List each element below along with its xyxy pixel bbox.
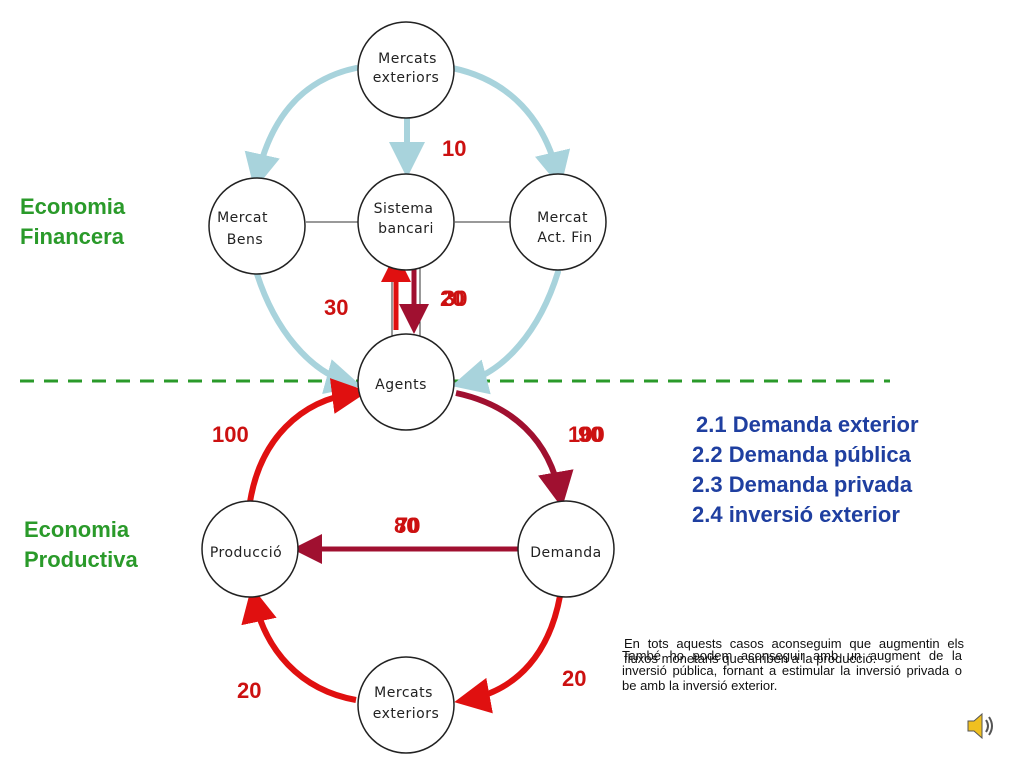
arrow-mercat-bens-to-agents (254, 271, 362, 394)
flow-value: 20 (562, 666, 586, 691)
node-produccio (201, 500, 299, 598)
note-text-1: En tots aquests casos aconseguim que aug… (624, 636, 964, 666)
flow-value: 20 (440, 286, 464, 311)
node-mercat-bens (208, 177, 306, 275)
node-label: Mercat Act. Fin (537, 210, 593, 246)
node-mercats-exteriors-top (357, 21, 455, 119)
flow-value: 20 (237, 678, 261, 703)
demand-item: 2.4 inversió exterior (692, 502, 900, 527)
section-label-line: Economia (24, 517, 130, 542)
arrow-agents-to-demanda (455, 390, 574, 508)
flow-value: 80 (394, 513, 418, 538)
node-mercats-exteriors-bottom (357, 656, 455, 754)
node-label: Mercats exteriors (373, 51, 442, 86)
node-sistema-bancari (357, 173, 455, 271)
node-demanda (517, 500, 615, 598)
node-label: Demanda (530, 545, 601, 561)
flow-value: 100 (568, 422, 605, 447)
section-label-line: Economia (20, 194, 126, 219)
demand-item: 2.3 Demanda privada (692, 472, 913, 497)
node-label: Sistema bancari (374, 201, 439, 237)
section-label-productive: Economia Productiva (24, 515, 138, 575)
flow-value: 100 (212, 422, 249, 447)
node-label: Mercat Bens (217, 210, 273, 248)
note-text-2: També ho podem aconseguir amb un augment… (622, 648, 962, 693)
arrow-exterior-to-mercat-act-fin (449, 65, 571, 188)
node-label: Agents (375, 377, 427, 393)
demand-item: 2.2 Demanda pública (692, 442, 911, 467)
arrow-exteriors-to-produccio (241, 586, 357, 703)
flow-value: 90 (578, 422, 602, 447)
section-label-financial: Economia Financera (20, 192, 125, 252)
arrow-mercat-act-fin-to-agents (451, 269, 561, 395)
demand-list: 2.1 Demanda exterior 2.2 Demanda pública… (692, 410, 919, 530)
flow-value: 10 (442, 136, 466, 161)
section-label-line: Productiva (24, 547, 138, 572)
node-label: Mercats exteriors (373, 685, 440, 722)
node-agents (357, 333, 455, 431)
node-label: Producció (210, 545, 282, 561)
flow-value: 30 (443, 286, 467, 311)
demand-item: 2.1 Demanda exterior (696, 412, 919, 437)
flow-value: 70 (396, 513, 420, 538)
speaker-icon[interactable] (962, 708, 998, 744)
financial-flows (244, 65, 571, 395)
arrow-produccio-to-agents (247, 378, 368, 503)
arrow-exterior-to-mercat-bens (244, 65, 359, 190)
arrow-demanda-to-exteriors (454, 595, 563, 714)
flow-value: 30 (324, 295, 348, 320)
section-label-line: Financera (20, 224, 124, 249)
node-mercat-act-fin (509, 173, 607, 271)
